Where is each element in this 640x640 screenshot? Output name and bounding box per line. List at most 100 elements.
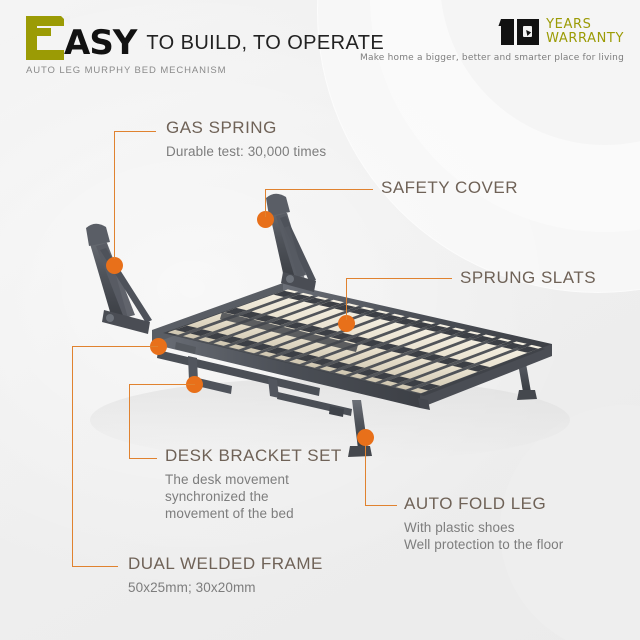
slat-holder (357, 369, 380, 376)
sprung-slats-group (167, 289, 542, 394)
gas-spring-left-assembly (86, 223, 152, 334)
callout-line-gas-spring-vertical (114, 131, 116, 259)
callout-text-auto-fold-leg: AUTO FOLD LEG With plastic shoes Well pr… (404, 494, 563, 553)
slat-holder (364, 311, 386, 318)
gas-spring-right-assembly (266, 193, 316, 292)
callout-line-dual-frame-top (72, 346, 158, 348)
callout-title: SPRUNG SLATS (460, 268, 597, 287)
desk-bracket-plate (197, 378, 232, 394)
slat-holder (452, 361, 475, 369)
slat-holder (402, 379, 426, 387)
callout-line-desk-bracket-vertical (129, 384, 131, 459)
slat-holder (387, 376, 410, 384)
callout-desc-line: With plastic shoes (404, 520, 515, 535)
slat-holder (425, 325, 447, 332)
slat-holder (334, 304, 356, 311)
slat-holder (345, 336, 369, 344)
slat-holder (269, 318, 293, 326)
callout-line-sprung-slats-vertical (346, 278, 348, 320)
slat-holder (376, 343, 399, 351)
safety-cover-right (266, 193, 290, 216)
callout-line-sprung-slats-horizontal (346, 278, 452, 280)
slat-holder (395, 318, 417, 325)
slat-holder (175, 325, 198, 333)
slat-holder (406, 350, 430, 358)
callout-dot-safety-cover[interactable] (257, 211, 274, 228)
slat-holder (380, 315, 402, 322)
callout-desc-line: 50x25mm; 30x20mm (128, 580, 256, 595)
slat-holder (372, 372, 395, 380)
slat-holder (417, 383, 441, 391)
callout-line-desk-bracket-top (129, 384, 195, 386)
slat-holder (300, 325, 323, 333)
warranty-row: YEARS WARRANTY (360, 18, 624, 46)
brand-subtitle: AUTO LEG MURPHY BED MECHANISM (26, 65, 227, 76)
callout-title: GAS SPRING (166, 118, 277, 137)
callout-line-dual-frame-vertical (72, 346, 74, 567)
slat-holder (296, 354, 319, 362)
slat-holder (349, 308, 371, 315)
warranty-years-label: YEARS (546, 17, 592, 32)
warranty-warranty-label: WARRANTY (546, 31, 624, 46)
slat-holder (285, 322, 308, 329)
slat-holder (281, 350, 304, 358)
slat-holder (486, 339, 508, 346)
desk-bracket-assembly (157, 342, 352, 417)
callout-dot-dual-welded-frame[interactable] (150, 338, 167, 355)
bed-rail-foot (420, 344, 552, 408)
slat-holder (315, 329, 338, 336)
slat-holder (440, 328, 463, 336)
slat-holder (220, 336, 243, 344)
easy-e-mark-icon (26, 16, 70, 60)
callout-title: AUTO FOLD LEG (404, 494, 547, 513)
warranty-text-block: YEARS WARRANTY (546, 18, 624, 46)
callout-dot-gas-spring[interactable] (106, 257, 123, 274)
callout-title: SAFETY COVER (381, 178, 518, 197)
slat-holder (311, 358, 334, 366)
warranty-badge: YEARS WARRANTY Make home a bigger, bette… (360, 18, 624, 64)
callout-desc-line: movement of the bed (165, 506, 294, 521)
slat-holder (190, 329, 213, 336)
callout-text-dual-welded-frame: DUAL WELDED FRAME 50x25mm; 30x20mm (128, 554, 323, 596)
slat-holder (330, 332, 353, 340)
slat-holder (254, 315, 277, 322)
callout-text-safety-cover: SAFETY COVER (381, 178, 518, 198)
slat-holder (456, 332, 478, 339)
slat-holder (501, 342, 524, 350)
callout-title: DESK BRACKET SET (165, 446, 342, 465)
warranty-number-icon (498, 19, 540, 45)
slat-holder (517, 346, 539, 353)
brand-logo-text: ASY (64, 23, 137, 63)
slat-holder (205, 332, 228, 340)
callout-dot-sprung-slats[interactable] (338, 315, 355, 332)
callout-dot-auto-fold-leg[interactable] (357, 429, 374, 446)
slat-holder (235, 340, 259, 347)
callout-desc-line: The desk movement (165, 472, 290, 487)
slat-holder (421, 354, 445, 361)
slat-holder (266, 347, 289, 355)
callout-text-desk-bracket-set: DESK BRACKET SET The desk movement synch… (165, 446, 342, 522)
slat-holder (471, 335, 493, 343)
bed-rail-near (152, 330, 420, 408)
slat-holder (250, 343, 274, 351)
callout-line-auto-fold-leg-vertical (365, 445, 367, 505)
slat-holder (303, 297, 326, 304)
slat-holder (288, 294, 310, 301)
callout-line-desk-bracket-bottom (129, 458, 157, 460)
slat-centre-beam (220, 312, 358, 352)
slat-holder (239, 311, 262, 319)
callout-line-dual-frame-bottom (72, 566, 118, 568)
callout-line-safety-cover-vertical (265, 189, 267, 217)
callout-desc-line: Durable test: 30,000 times (166, 144, 327, 159)
callout-desc-line: synchronized the (165, 489, 269, 504)
brand-logo: ASY TO BUILD, TO OPERATE AUTO LEG MURPHY… (26, 16, 384, 76)
slat-holder (224, 307, 247, 315)
slat-holder (361, 339, 384, 347)
slat-holder (410, 322, 432, 329)
slat-holder (467, 364, 490, 372)
slat-holder (319, 301, 341, 308)
slat-holder (273, 290, 295, 297)
callout-desc-line: Well protection to the floor (404, 537, 564, 552)
